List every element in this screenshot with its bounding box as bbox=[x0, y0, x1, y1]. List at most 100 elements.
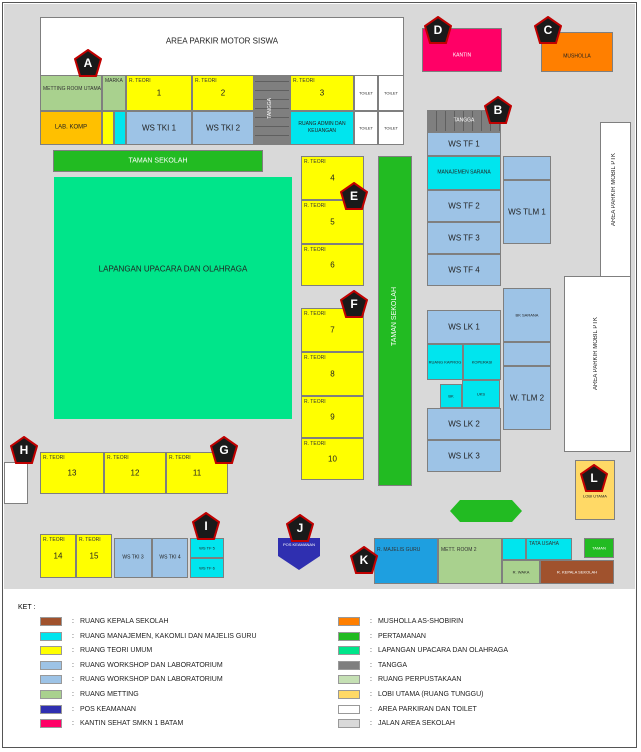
room-bk-sarana: BK SARANA bbox=[503, 288, 551, 342]
marker-b: B bbox=[484, 96, 512, 124]
taman-sekolah-2: TAMAN SEKOLAH bbox=[378, 156, 412, 486]
legend-colon: : bbox=[72, 618, 74, 625]
legend-swatch bbox=[338, 646, 360, 656]
legend-swatch bbox=[338, 690, 360, 699]
room-metting-2: METT. ROOM 2 bbox=[438, 538, 502, 584]
legend-colon: : bbox=[370, 632, 372, 640]
legend-colon: : bbox=[72, 661, 74, 669]
room-ws-lk-3: WS LK 3 bbox=[427, 440, 501, 472]
legend-item: : RUANG WORKSHOP DAN LABORATORIUM bbox=[40, 674, 223, 685]
marker-g: G bbox=[210, 436, 238, 464]
legend-colon: : bbox=[370, 705, 372, 713]
marker-a: A bbox=[74, 49, 102, 77]
school-map: AREA PARKIR MOTOR SISWA METTING ROOM UTA… bbox=[4, 4, 635, 589]
room-ws-lk-2: WS LK 2 bbox=[427, 408, 501, 440]
legend-label: TANGGA bbox=[377, 661, 407, 669]
legend-label: RUANG WORKSHOP DAN LABORATORIUM bbox=[79, 676, 223, 684]
marker-c: C bbox=[534, 16, 562, 44]
toilet-2: TOILET bbox=[378, 75, 404, 111]
legend-colon: : bbox=[72, 691, 74, 698]
parking-car-2: AREA PARKIR MOBIL PTK bbox=[564, 276, 631, 452]
toilet-1: TOILET bbox=[354, 75, 378, 111]
legend-item: : RUANG PERPUSTAKAAN bbox=[338, 674, 461, 685]
legend-label: RUANG KEPALA SEKOLAH bbox=[79, 618, 169, 625]
stairs-a: TANGGA bbox=[254, 75, 290, 145]
legend-label: RUANG WORKSHOP DAN LABORATORIUM bbox=[79, 661, 223, 669]
legend-colon: : bbox=[72, 647, 74, 655]
room-koperasi: KOPERASI bbox=[463, 344, 501, 380]
room-ws-tf-2: WS TF 2 bbox=[427, 190, 501, 222]
room-ws-tlm-2: W. TLM 2 bbox=[503, 366, 551, 430]
legend-label: RUANG PERPUSTAKAAN bbox=[377, 676, 462, 684]
room-small-tlm bbox=[503, 156, 551, 180]
room-ws-tf-5: WS TF 5 bbox=[190, 538, 224, 558]
marker-i: I bbox=[192, 512, 220, 540]
legend-item: :RUANG MANAJEMEN, KAKOMLI DAN MAJELIS GU… bbox=[40, 631, 257, 642]
legend: KET : : RUANG KEPALA SEKOLAH :RUANG MANAJE… bbox=[4, 592, 635, 746]
room-ws-tki-3: WS TKI 3 bbox=[114, 538, 152, 578]
legend-colon: : bbox=[370, 661, 372, 669]
room-ws-lk-1: WS LK 1 bbox=[427, 310, 501, 344]
room-admin: RUANG ADMIN DAN KEUANGAN bbox=[290, 111, 354, 145]
legend-item: : LOBI UTAMA (RUANG TUNGGU) bbox=[338, 689, 483, 700]
lapangan: LAPANGAN UPACARA DAN OLAHRAGA bbox=[54, 177, 292, 419]
legend-colon: : bbox=[72, 720, 74, 728]
legend-swatch bbox=[338, 704, 360, 714]
pos-label: POS KEAMANAN bbox=[282, 542, 315, 547]
legend-label: PERTAMANAN bbox=[377, 632, 426, 640]
marker-l: L bbox=[580, 464, 608, 492]
room-ws-tf-3: WS TF 3 bbox=[427, 222, 501, 254]
room-majelis-guru: R. MAJELIS GURU bbox=[374, 538, 438, 584]
legend-item: : RUANG WORKSHOP DAN LABORATORIUM bbox=[40, 660, 223, 671]
room-small-cyan bbox=[114, 111, 126, 145]
marker-k: K bbox=[350, 546, 378, 574]
legend-label: KANTIN SEHAT SMKN 1 BATAM bbox=[79, 720, 184, 728]
room-cyan-k bbox=[502, 538, 526, 560]
legend-swatch bbox=[40, 719, 62, 729]
room-ws-tlm-1: WS TLM 1 bbox=[503, 180, 551, 244]
room-ws-tf-6: WS TF 6 bbox=[190, 558, 224, 578]
room-ws-tki-4: WS TKI 4 bbox=[152, 538, 188, 578]
legend-label: POS KEAMANAN bbox=[79, 705, 136, 713]
marker-f: F bbox=[340, 290, 368, 318]
room-uks: UKS bbox=[462, 380, 500, 408]
legend-title: KET : bbox=[18, 604, 36, 611]
legend-item: : AREA PARKIRAN DAN TOILET bbox=[338, 704, 477, 715]
legend-colon: : bbox=[370, 618, 372, 625]
marker-e: E bbox=[340, 182, 368, 210]
legend-colon: : bbox=[370, 720, 372, 728]
legend-label: RUANG TEORI UMUM bbox=[79, 647, 153, 655]
parking-car-1: AREA PARKIR MOBIL PTK bbox=[600, 122, 631, 278]
legend-label: AREA PARKIRAN DAN TOILET bbox=[377, 705, 477, 713]
room-ws-tki-1: WS TKI 1 bbox=[126, 111, 192, 145]
room-marka: MARKA bbox=[102, 75, 126, 111]
legend-label: LOBI UTAMA (RUANG TUNGGU) bbox=[377, 691, 484, 698]
legend-colon: : bbox=[370, 676, 372, 684]
legend-swatch bbox=[338, 631, 360, 641]
legend-item: : PERTAMANAN bbox=[338, 631, 426, 642]
room-kaprog: RUANG KAPROG bbox=[427, 344, 463, 380]
legend-colon: : bbox=[370, 691, 372, 698]
room-metting: METTING ROOM UTAMA bbox=[40, 75, 102, 111]
room-waka: R. WAKA bbox=[502, 560, 540, 584]
pos-keamanan bbox=[278, 538, 320, 570]
legend-colon: : bbox=[72, 632, 74, 640]
legend-colon: : bbox=[72, 676, 74, 684]
room-ws-tki-2: WS TKI 2 bbox=[192, 111, 254, 145]
room-kepala-sekolah: R. KEPALA SEKOLAH bbox=[540, 560, 614, 584]
legend-swatch bbox=[40, 631, 62, 641]
legend-item: : RUANG TEORI UMUM bbox=[40, 645, 152, 656]
legend-swatch bbox=[338, 719, 360, 729]
toilet-4: TOILET bbox=[378, 111, 404, 145]
